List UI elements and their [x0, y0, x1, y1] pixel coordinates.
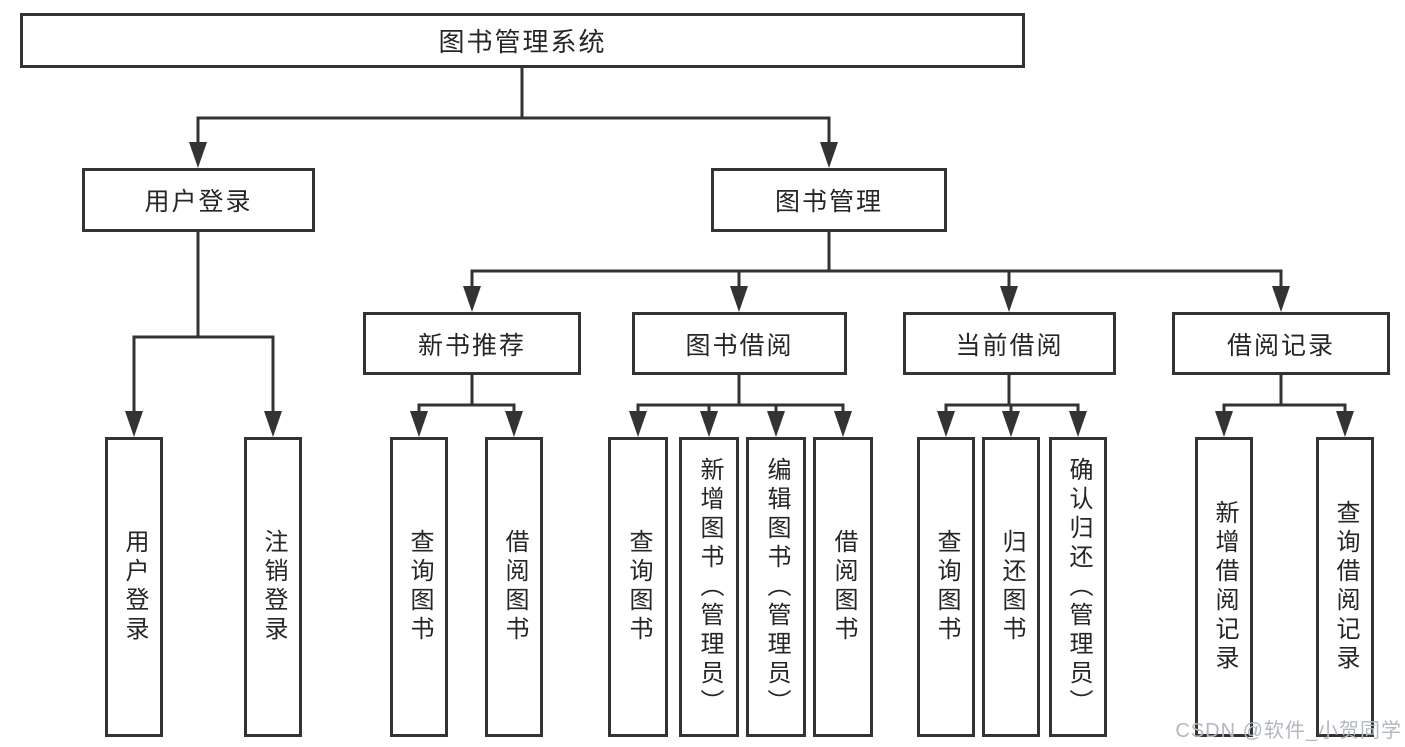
node-library-management-system: 图书管理系统 — [20, 13, 1025, 68]
node-user-login: 用户登录 — [82, 168, 315, 232]
leaf-query-books-recommend: 查询图书 — [390, 437, 448, 737]
leaf-query-books-current: 查询图书 — [917, 437, 975, 737]
leaf-query-books-borrowing: 查询图书 — [608, 437, 668, 737]
leaf-return-book: 归还图书 — [982, 437, 1040, 737]
leaf-query-borrow-record: 查询借阅记录 — [1316, 437, 1374, 737]
leaf-add-book-admin: 新增图书（管理员） — [679, 437, 739, 737]
leaf-edit-book-admin: 编辑图书（管理员） — [746, 437, 806, 737]
csdn-watermark: CSDN @软件_小贺同学 — [1175, 720, 1402, 742]
leaf-user-login: 用户登录 — [105, 437, 163, 737]
leaf-borrow-books-recommend: 借阅图书 — [485, 437, 543, 737]
node-book-borrowing: 图书借阅 — [632, 312, 847, 375]
node-borrowing-records: 借阅记录 — [1172, 312, 1390, 375]
leaf-confirm-return-admin: 确认归还（管理员） — [1049, 437, 1107, 737]
leaf-borrow-books-borrowing: 借阅图书 — [813, 437, 873, 737]
leaf-logout: 注销登录 — [244, 437, 302, 737]
leaf-add-borrow-record: 新增借阅记录 — [1195, 437, 1253, 737]
node-book-management: 图书管理 — [711, 168, 947, 232]
node-current-borrowing: 当前借阅 — [903, 312, 1116, 375]
node-new-book-recommend: 新书推荐 — [363, 312, 581, 375]
